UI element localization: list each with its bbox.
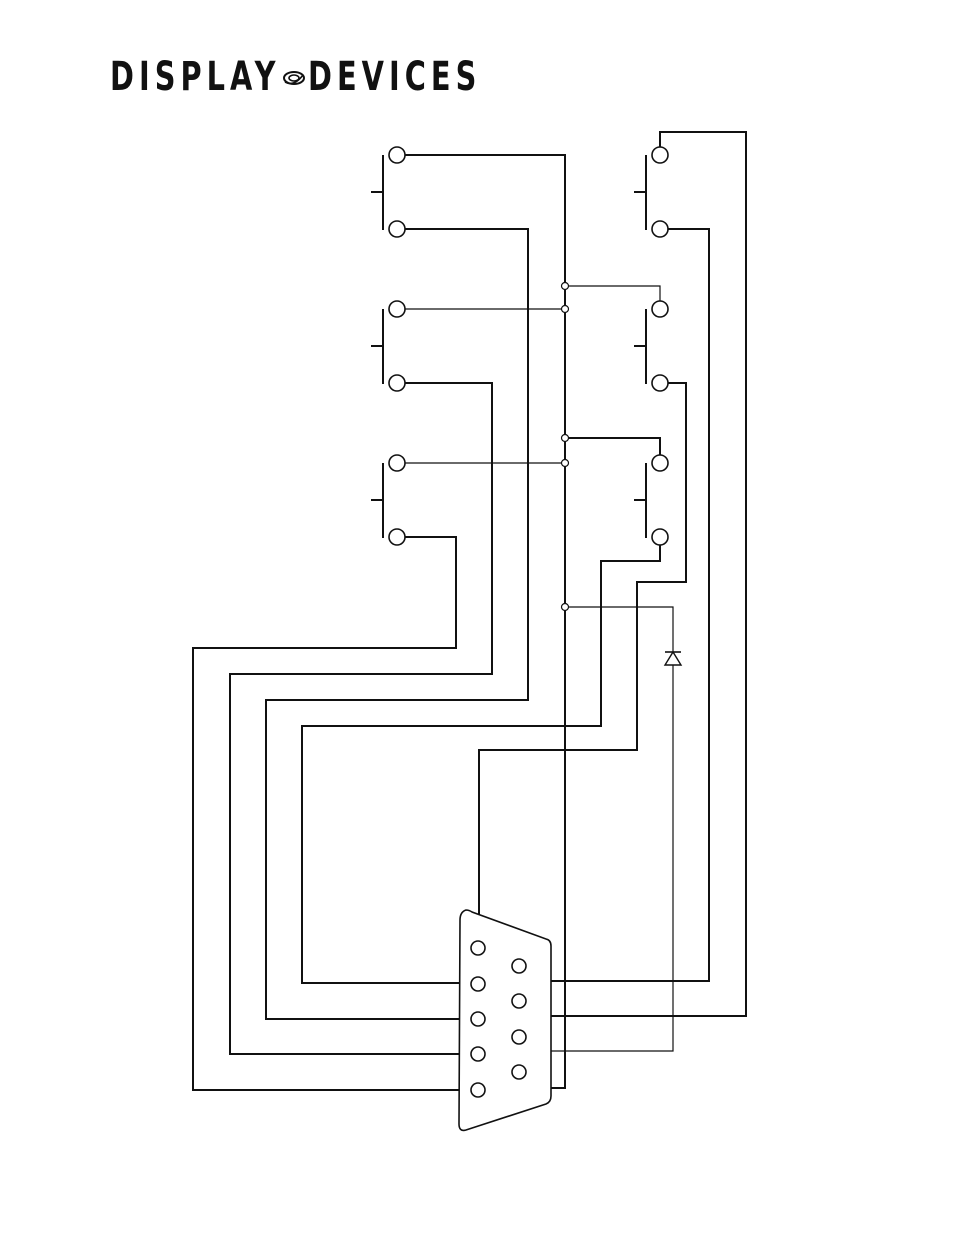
connector-pin — [471, 1012, 485, 1026]
connector-pin — [512, 994, 526, 1008]
junction-dot — [562, 283, 569, 290]
connector-pin — [512, 959, 526, 973]
switch-right-1 — [634, 147, 668, 237]
switch-terminal — [389, 147, 405, 163]
switch-right-3 — [634, 455, 668, 545]
switch-terminal — [652, 375, 668, 391]
junction-dot — [562, 460, 569, 467]
wire-left-3-bottom — [193, 537, 470, 1090]
switch-terminal — [389, 375, 405, 391]
switch-left-1 — [371, 147, 405, 237]
switch-terminal — [389, 301, 405, 317]
wire-right-1-bottom — [520, 229, 709, 981]
connector-pin — [512, 1065, 526, 1079]
wire-left-1-bottom — [266, 229, 528, 1019]
switch-terminal — [652, 301, 668, 317]
switch-terminal — [389, 221, 405, 237]
switch-terminal — [652, 147, 668, 163]
junction-dot — [562, 604, 569, 611]
connector-pin — [512, 1030, 526, 1044]
db9-connector — [459, 910, 551, 1130]
switch-left-2 — [371, 301, 405, 391]
switch-terminal — [389, 455, 405, 471]
connector-pin — [471, 1083, 485, 1097]
wire-right-2-top — [565, 286, 660, 301]
switch-terminal — [652, 529, 668, 545]
connector-pin — [471, 977, 485, 991]
switch-right-2 — [634, 301, 668, 391]
switch-left-3 — [371, 455, 405, 545]
wire-right-1-top — [520, 132, 746, 1016]
switch-terminal — [652, 455, 668, 471]
wire-right-3-top — [565, 438, 660, 455]
diode-symbol — [665, 652, 681, 665]
connector-pin — [471, 941, 485, 955]
connector-pin — [471, 1047, 485, 1061]
switch-terminal — [389, 529, 405, 545]
junction-dot — [562, 306, 569, 313]
wire-left-2-bottom — [230, 383, 492, 1054]
wire-diode-top — [565, 607, 673, 652]
switch-terminal — [652, 221, 668, 237]
junction-dot — [562, 435, 569, 442]
